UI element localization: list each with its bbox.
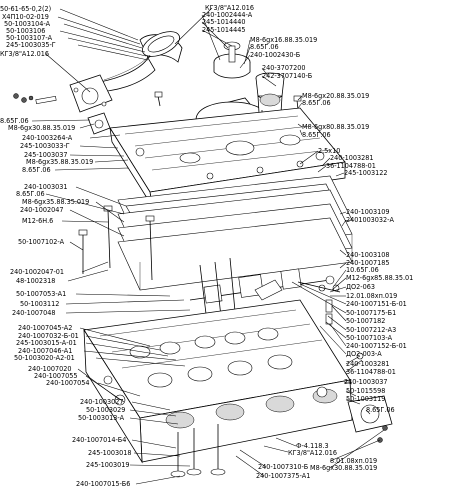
label-bottom-2: 240-1007310-Б (258, 462, 308, 471)
label-left-25: 240-1007045-А2 (18, 323, 72, 332)
rocker-shaft-assembly (189, 268, 335, 304)
label-left-33: 240-1003027 (80, 397, 123, 406)
label-left-32: 240-1007054 (46, 378, 89, 387)
label-left-17: 240-1002047 (20, 205, 63, 214)
label-right-19: 240-1003281 (346, 359, 389, 368)
label-right-13: 50-1007175-Б1 (346, 308, 396, 317)
label-left-23: 50-1003112 (20, 299, 59, 308)
label-bottom-3: 240-1007375-А1 (256, 471, 310, 480)
label-top-4: М8-6gх16.88.35.019 (250, 35, 317, 44)
label-left-38: 245-1003019 (86, 460, 129, 469)
label-right-3: 245-1003122 (344, 168, 387, 177)
leader-lines (31, 7, 385, 485)
label-right-10: ДО2-063 (346, 282, 375, 291)
label-top-9: М8-6gх20.88.35.019 (302, 91, 369, 100)
label-left-2: 50-1003104-А (4, 19, 51, 28)
label-left-1: Х4П10-02-019 (2, 12, 49, 21)
label-left-11: 245-1003037 (24, 150, 67, 159)
label-left-22: 50-1007053-А1 (16, 289, 66, 298)
label-left-6: КГ3/8"А12.016 (0, 49, 49, 58)
label-left-39: 240-1007015-Б6 (76, 479, 130, 488)
label-right-4: 240-1003109 (346, 207, 389, 216)
long-head-bolts (78, 205, 155, 281)
label-left-21: 48-1002318 (16, 276, 55, 285)
label-left-37: 245-1003018 (88, 448, 131, 457)
label-left-20: 240-1002047-01 (10, 267, 64, 276)
label-right-20: 36-1104788-01 (346, 367, 396, 376)
label-right-16: 50-1007103-А (346, 333, 393, 342)
label-left-4: 50-1003107-А (6, 33, 53, 42)
label-bottom-5: М8-6gх30.88.35.019 (310, 463, 377, 472)
label-top-11: М8-6gх80.88.35.019 (302, 122, 369, 131)
cylinder-head-part (83, 299, 353, 464)
label-left-12: М8-6gх35.88.35.019 (26, 157, 93, 166)
label-bottom-1: КГ3/8"А12.016 (288, 448, 337, 457)
label-left-34: 50-1003029 (86, 405, 125, 414)
label-left-10: 245-1003033-Г (20, 141, 70, 150)
label-left-9: 240-1003264-А (22, 133, 73, 142)
label-left-18: М12-6Н.6 (22, 216, 53, 225)
label-top-8: 242-3707140-Б (262, 71, 312, 80)
label-left-36: 240-1007014-Б4 (72, 435, 126, 444)
label-right-7: 240-1007185 (346, 258, 389, 267)
label-right-24: 8.65Г.06 (366, 405, 395, 414)
label-top-6: 240-1002430-Б (250, 50, 300, 59)
label-right-8: 10.65Г.06 (346, 265, 379, 274)
label-right-15: 50-1007212-А3 (346, 325, 396, 334)
label-top-0: КГ3/8"А12.016 (205, 3, 254, 12)
labels-bottom: Ф-4.118.3 КГ3/8"А12.016 240-1007310-Б 24… (256, 441, 377, 480)
label-bottom-0: Ф-4.118.3 (296, 441, 329, 450)
label-left-24: 240-1007048 (12, 308, 55, 317)
label-right-2: 36-1104788-01 (326, 161, 376, 170)
label-right-6: 240-1003108 (346, 250, 389, 259)
label-right-5: 2401003032-А (346, 215, 394, 224)
label-left-3: 50-1003106 (6, 26, 45, 35)
label-left-5: 245-1003035-Г (6, 40, 56, 49)
label-left-19: 50-1007102-А (18, 237, 65, 246)
label-right-22: 50-1015598 (346, 386, 385, 395)
label-top-10: 8.65Г.06 (302, 98, 331, 107)
label-left-15: 8.65Г.06 (16, 189, 45, 198)
label-left-29: 50-1003020-А2-01 (14, 353, 75, 362)
label-left-16: М8-6gх35.88.35.019 (22, 197, 89, 206)
label-left-8: М8-6gх30.88.35.019 (8, 123, 75, 132)
label-right-1: 240-1003281 (330, 153, 373, 162)
label-right-12: 240-1007151-Б-01 (346, 299, 407, 308)
label-left-30: 240-1007020 (28, 364, 71, 373)
label-left-27: 245-1003015-А-01 (16, 338, 77, 347)
label-left-31: 240-1007055 (34, 371, 77, 380)
label-left-0: 50-61-65-0,2(2) (0, 4, 51, 13)
label-right-17: 240-1007152-Б-01 (346, 341, 407, 350)
labels-top: КГ3/8"А12.016 240-1002444-А 245-1014440 … (202, 3, 369, 139)
label-top-12: 8.65Г.06 (302, 130, 331, 139)
label-right-23: 50-1003119 (346, 394, 385, 403)
label-left-35: 50-1003013-А (78, 413, 125, 422)
label-left-26: 240-1007032-Б-01 (18, 331, 79, 340)
label-left-7: 8.65Г.06 (0, 116, 29, 125)
label-bottom-4: 8.01.08хп.019 (330, 456, 377, 465)
labels-right: 2,5х10 240-1003281 36-1104788-01 245-100… (318, 146, 413, 414)
label-right-11: 12.01.08хп.019 (346, 291, 397, 300)
label-right-9: М12-6gх85.88.35.01 (346, 273, 413, 282)
label-top-7: 240-3707200 (262, 63, 305, 72)
labels-left: 50-61-65-0,2(2) Х4П10-02-019 50-1003104-… (0, 4, 131, 488)
label-right-18: ДО2-003-А (346, 349, 382, 358)
label-top-5: 8.65Г.06 (250, 42, 279, 51)
intake-elbow-part (13, 31, 183, 135)
label-right-14: 50-1007182 (346, 316, 385, 325)
label-left-28: 240-1007046-А1 (18, 346, 72, 355)
label-top-2: 245-1014440 (202, 17, 245, 26)
valves (170, 424, 226, 478)
label-top-3: 245-1014445 (202, 25, 245, 34)
label-left-13: 8.65Г.06 (22, 165, 51, 174)
label-left-14: 240-1003031 (24, 182, 67, 191)
cover-gaskets (117, 175, 353, 291)
label-right-0: 2,5х10 (318, 146, 340, 155)
label-top-1: 240-1002444-А (202, 10, 253, 19)
label-right-21: 240-1003037 (344, 377, 387, 386)
